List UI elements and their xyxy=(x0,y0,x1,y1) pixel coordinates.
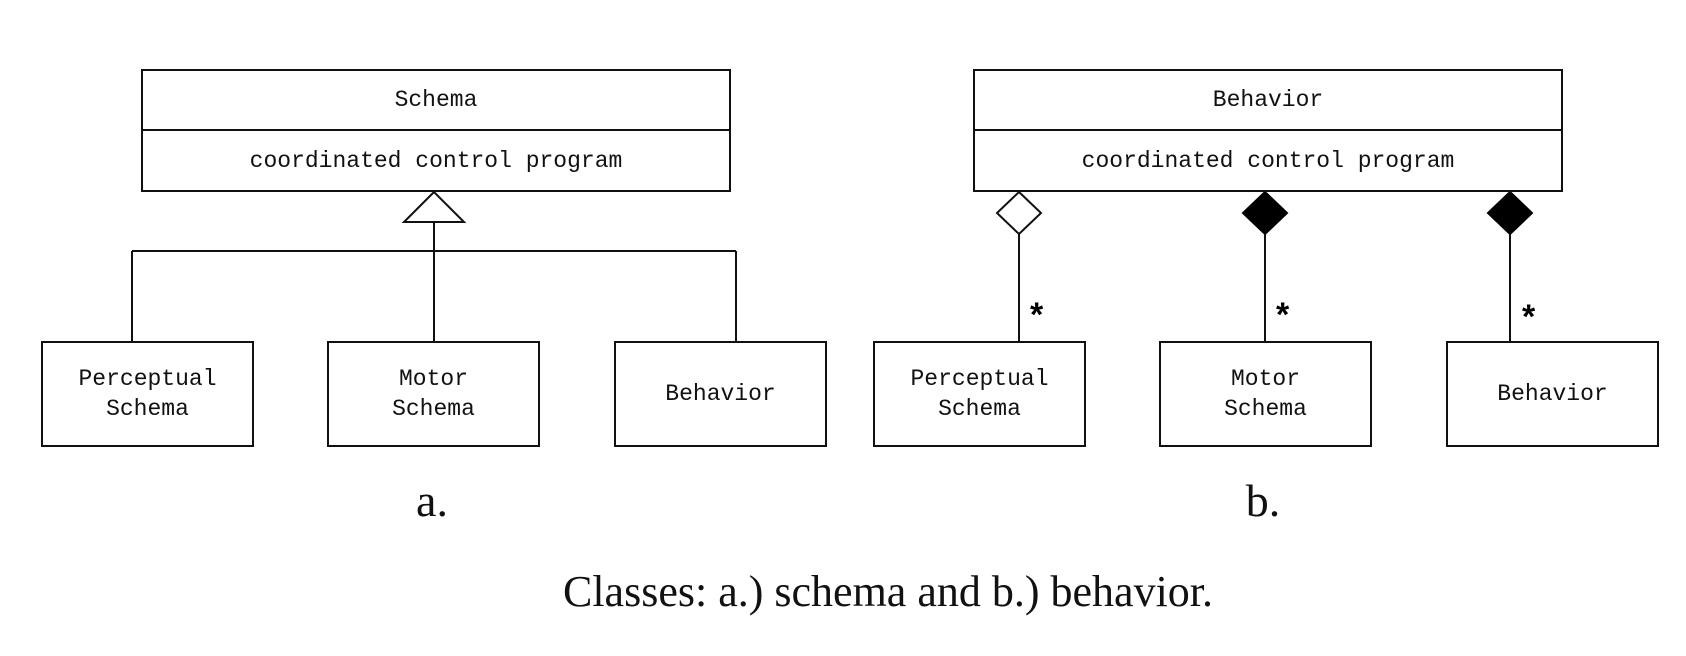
subfigure-label-b: b. xyxy=(1245,475,1281,526)
class-name-line1: Motor xyxy=(398,366,468,392)
class-name: Schema xyxy=(143,71,729,131)
composition-diamond-filled xyxy=(1241,190,1289,236)
class-name: Behavior xyxy=(1497,381,1608,407)
class-name-line1: Perceptual xyxy=(910,366,1049,392)
aggregation-connector xyxy=(995,190,1043,341)
class-operation: coordinated control program xyxy=(1081,147,1455,174)
multiplicity-label: * xyxy=(1522,298,1536,336)
behavior-box: Behavior xyxy=(1446,341,1659,447)
composition-connector-behavior xyxy=(1486,190,1534,341)
generalization-arrowhead xyxy=(401,190,467,223)
class-name-line1: Motor xyxy=(1230,366,1300,392)
class-name: Behavior xyxy=(975,71,1561,131)
motor-schema-box: Motor Schema xyxy=(1159,341,1372,447)
class-name-line2: Schema xyxy=(938,396,1021,422)
class-name-line2: Schema xyxy=(1224,396,1307,422)
class-name-line2: Schema xyxy=(106,396,189,422)
perceptual-schema-box: Perceptual Schema xyxy=(873,341,1086,447)
multiplicity-label: * xyxy=(1276,296,1290,334)
composition-diamond-filled xyxy=(1486,190,1534,236)
class-name-line2: Schema xyxy=(392,396,475,422)
multiplicity-label: * xyxy=(1030,296,1044,334)
generalization-connector xyxy=(131,190,737,341)
behavior-box: Behavior xyxy=(614,341,827,447)
motor-schema-box: Motor Schema xyxy=(327,341,540,447)
class-operation: coordinated control program xyxy=(249,147,623,174)
perceptual-schema-box: Perceptual Schema xyxy=(41,341,254,447)
class-name: Behavior xyxy=(665,381,776,407)
class-name-line1: Perceptual xyxy=(78,366,217,392)
figure-caption: Classes: a.) schema and b.) behavior. xyxy=(562,567,1214,616)
schema-class-box: Schema coordinated control program xyxy=(141,69,731,192)
composition-connector-motor xyxy=(1241,190,1289,341)
aggregation-diamond-hollow xyxy=(995,190,1043,236)
behavior-class-box: Behavior coordinated control program xyxy=(973,69,1563,192)
subfigure-label-a: a. xyxy=(416,475,448,526)
